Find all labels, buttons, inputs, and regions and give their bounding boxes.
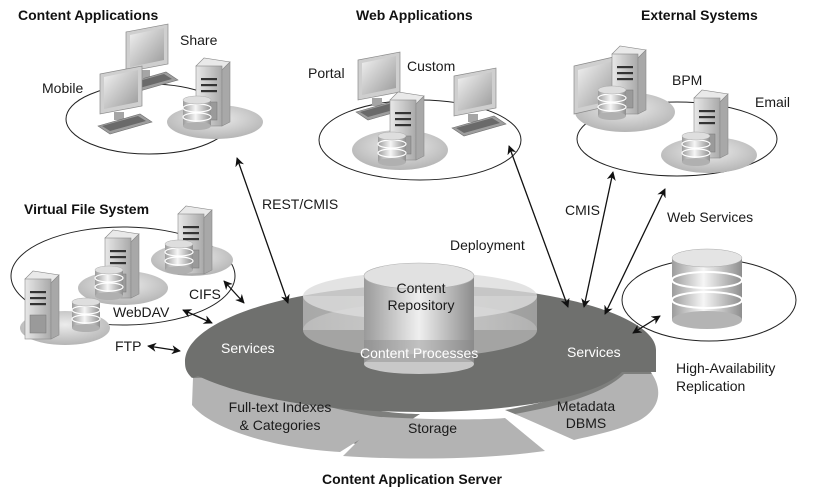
rest-cmis-arrow (235, 157, 290, 304)
cifs-arrow (223, 280, 245, 304)
storage-segment (343, 417, 545, 459)
metadata-label-line2: DBMS (565, 415, 607, 431)
cmis-label: CMIS (565, 202, 600, 218)
web-applications-group (318, 51, 522, 181)
content-applications-group (65, 23, 263, 155)
mobile-label: Mobile (42, 80, 84, 96)
fulltext-label-line2: & Categories (239, 417, 321, 433)
replication-label-line2: Replication (676, 378, 746, 394)
fulltext-label-line1: Full-text Indexes (228, 399, 332, 415)
virtual-file-system-group (10, 205, 236, 345)
connection-arrows (147, 145, 666, 355)
fulltext-segment (192, 376, 394, 452)
desktop-computer-icon (451, 67, 507, 137)
email-label: Email (755, 94, 791, 110)
deployment-arrow (507, 145, 570, 308)
cifs-label: CIFS (189, 286, 221, 302)
webdav-arrow (182, 309, 213, 324)
cmis-arrow (581, 171, 616, 308)
external-systems-group (573, 45, 778, 177)
ftp-label: FTP (115, 338, 142, 354)
repository-cylinder-top (363, 262, 475, 290)
replication-label-line1: High-Availability (676, 360, 776, 376)
replication-database-icon (671, 248, 743, 329)
database-icon (164, 239, 194, 275)
group-boundary (10, 226, 236, 326)
repository-cylinder (364, 276, 474, 364)
content-applications-title: Content Applications (18, 7, 159, 23)
metadata-segment (515, 374, 659, 440)
metadata-label-line1: Metadata (556, 398, 616, 414)
webdav-label: WebDAV (113, 304, 170, 320)
rest-cmis-label: REST/CMIS (262, 196, 339, 212)
database-icon (182, 95, 212, 131)
services-right-label: Services (567, 344, 621, 360)
replication-group (621, 248, 797, 342)
database-icon (681, 131, 711, 167)
database-icon (94, 265, 124, 301)
portal-label: Portal (308, 65, 345, 81)
deployment-label: Deployment (450, 237, 525, 253)
content-application-server (185, 262, 659, 459)
repository-label-line2: Repository (387, 297, 455, 313)
web-applications-title: Web Applications (356, 7, 473, 23)
diagram-title: Content Application Server (322, 471, 502, 487)
content-processes-label: Content Processes (360, 345, 479, 361)
ftp-arrow (147, 342, 181, 355)
replication-arrow (632, 315, 661, 334)
server-icon (24, 270, 60, 340)
group-boundary (576, 101, 778, 177)
database-icon (597, 85, 627, 121)
services-left-label: Services (221, 340, 275, 356)
repository-cylinder-base (364, 354, 474, 374)
external-systems-title: External Systems (641, 7, 758, 23)
share-label: Share (180, 32, 218, 48)
database-icon (377, 131, 407, 167)
virtual-file-system-title: Virtual File System (24, 201, 150, 217)
custom-label: Custom (407, 58, 456, 74)
web-services-label: Web Services (667, 209, 754, 225)
bpm-label: BPM (672, 72, 703, 88)
processes-overlay (364, 340, 474, 362)
storage-label: Storage (408, 420, 458, 436)
database-icon (71, 297, 101, 333)
web-services-arrow (604, 188, 666, 315)
repository-label-line1: Content (396, 280, 446, 296)
